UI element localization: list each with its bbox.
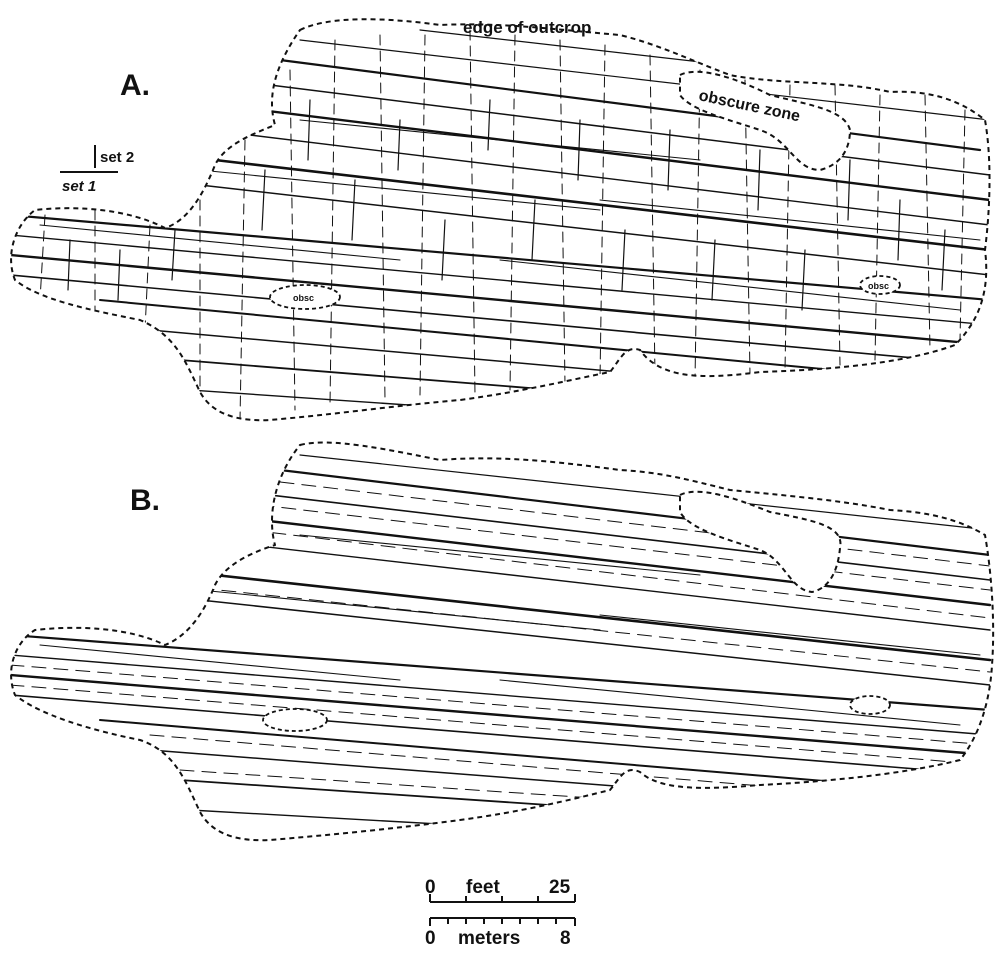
- scale-meters-max: 8: [560, 928, 571, 949]
- set-2-label: set 2: [100, 149, 134, 166]
- scale-meters-zero: 0: [425, 928, 436, 949]
- set-1-label: set 1: [62, 178, 96, 195]
- outcrop-map-b: B.: [10, 443, 993, 855]
- edge-of-outcrop-label: edge of outcrop: [463, 18, 591, 37]
- scale-meters-label: meters: [458, 928, 520, 949]
- scale-feet-label: feet: [466, 877, 500, 898]
- obsc-label-right: obsc: [868, 281, 889, 291]
- obscure-zone-small-left-b: [263, 709, 327, 731]
- fracture-set-legend: set 2 set 1: [60, 145, 134, 195]
- scale-bar: 0 feet 25 0 meters 8: [425, 877, 575, 949]
- panel-b-label: B.: [130, 484, 160, 517]
- obsc-label-left: obsc: [293, 293, 314, 303]
- obscure-zone-small-right-b: [850, 696, 890, 714]
- panel-a-label: A.: [120, 69, 150, 102]
- outcrop-map-a: A. edge of outcrop obscure zone obsc obs…: [10, 18, 990, 445]
- scale-feet-max: 25: [549, 877, 571, 898]
